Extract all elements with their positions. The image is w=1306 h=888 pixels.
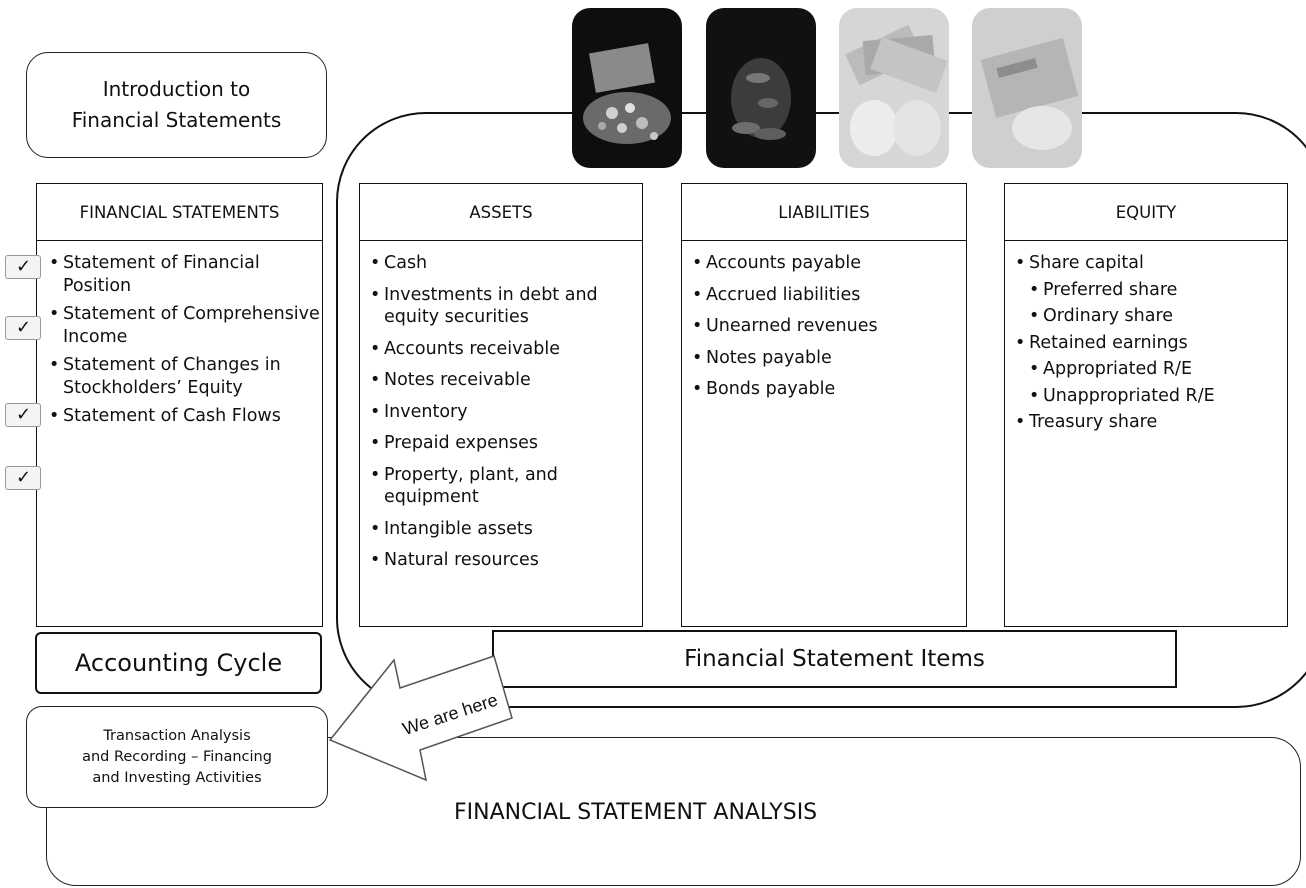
- list-item: Statement of Cash Flows: [49, 405, 322, 428]
- assets-panel: ASSETS Cash Investments in debt and equi…: [359, 183, 643, 627]
- financial-statement-items-label: Financial Statement Items: [684, 646, 985, 672]
- transaction-analysis-label: Transaction Analysis and Recording – Fin…: [82, 727, 272, 786]
- list-item: Share capital: [1015, 252, 1287, 275]
- assets-list: Cash Investments in debt and equity secu…: [360, 252, 642, 581]
- list-item-sub: Appropriated R/E: [1015, 358, 1287, 381]
- financial-statement-items-frame: [336, 112, 1306, 708]
- list-item: Natural resources: [370, 549, 642, 572]
- transaction-analysis-box[interactable]: Transaction Analysis and Recording – Fin…: [26, 706, 328, 808]
- financial-statements-title: FINANCIAL STATEMENTS: [37, 184, 322, 241]
- intro-title: Introduction to Financial Statements: [71, 77, 282, 132]
- financial-statements-panel: FINANCIAL STATEMENTS Statement of Financ…: [36, 183, 323, 627]
- list-item: Retained earnings: [1015, 332, 1287, 355]
- list-item: Cash: [370, 252, 642, 275]
- list-item: Statement of Comprehensive Income: [49, 303, 322, 348]
- fanned-banknotes-photo: [839, 8, 949, 168]
- list-item: Intangible assets: [370, 518, 642, 541]
- liabilities-title: LIABILITIES: [682, 184, 966, 241]
- list-item: Investments in debt and equity securitie…: [370, 284, 642, 329]
- stacked-coins-photo: [706, 8, 816, 168]
- assets-title: ASSETS: [360, 184, 642, 241]
- list-item: Accounts receivable: [370, 338, 642, 361]
- list-item-sub: Preferred share: [1015, 279, 1287, 302]
- banknote-closeup-photo: [972, 8, 1082, 168]
- list-item: Unearned revenues: [692, 315, 966, 338]
- financial-statement-items-bar: Financial Statement Items: [492, 630, 1177, 688]
- list-item: Prepaid expenses: [370, 432, 642, 455]
- list-item-sub: Unappropriated R/E: [1015, 385, 1287, 408]
- equity-panel: EQUITY Share capital Preferred share Ord…: [1004, 183, 1288, 627]
- treasure-chest-photo: [572, 8, 682, 168]
- financial-statements-list: Statement of Financial Position Statemen…: [37, 252, 322, 434]
- financial-statement-analysis-label: FINANCIAL STATEMENT ANALYSIS: [454, 800, 818, 825]
- equity-list: Share capital Preferred share Ordinary s…: [1005, 252, 1287, 438]
- liabilities-list: Accounts payable Accrued liabilities Une…: [682, 252, 966, 410]
- accounting-cycle-label: Accounting Cycle: [74, 649, 283, 677]
- list-item: Treasury share: [1015, 411, 1287, 434]
- list-item: Accounts payable: [692, 252, 966, 275]
- checkbox-statement-of-cash-flows[interactable]: ✓: [5, 466, 41, 490]
- intro-box: Introduction to Financial Statements: [26, 52, 327, 158]
- checkbox-statement-of-comprehensive-income[interactable]: ✓: [5, 316, 41, 340]
- accounting-cycle-button[interactable]: Accounting Cycle: [35, 632, 322, 694]
- checkbox-statement-of-financial-position[interactable]: ✓: [5, 255, 41, 279]
- checkbox-statement-of-changes-in-equity[interactable]: ✓: [5, 403, 41, 427]
- list-item-sub: Ordinary share: [1015, 305, 1287, 328]
- list-item: Statement of Changes in Stockholders’ Eq…: [49, 354, 322, 399]
- list-item: Notes receivable: [370, 369, 642, 392]
- list-item: Property, plant, and equipment: [370, 464, 642, 509]
- list-item: Statement of Financial Position: [49, 252, 322, 297]
- list-item: Accrued liabilities: [692, 284, 966, 307]
- list-item: Inventory: [370, 401, 642, 424]
- liabilities-panel: LIABILITIES Accounts payable Accrued lia…: [681, 183, 967, 627]
- list-item: Bonds payable: [692, 378, 966, 401]
- we-are-here-arrow-icon: We are here: [328, 655, 513, 782]
- list-item: Notes payable: [692, 347, 966, 370]
- equity-title: EQUITY: [1005, 184, 1287, 241]
